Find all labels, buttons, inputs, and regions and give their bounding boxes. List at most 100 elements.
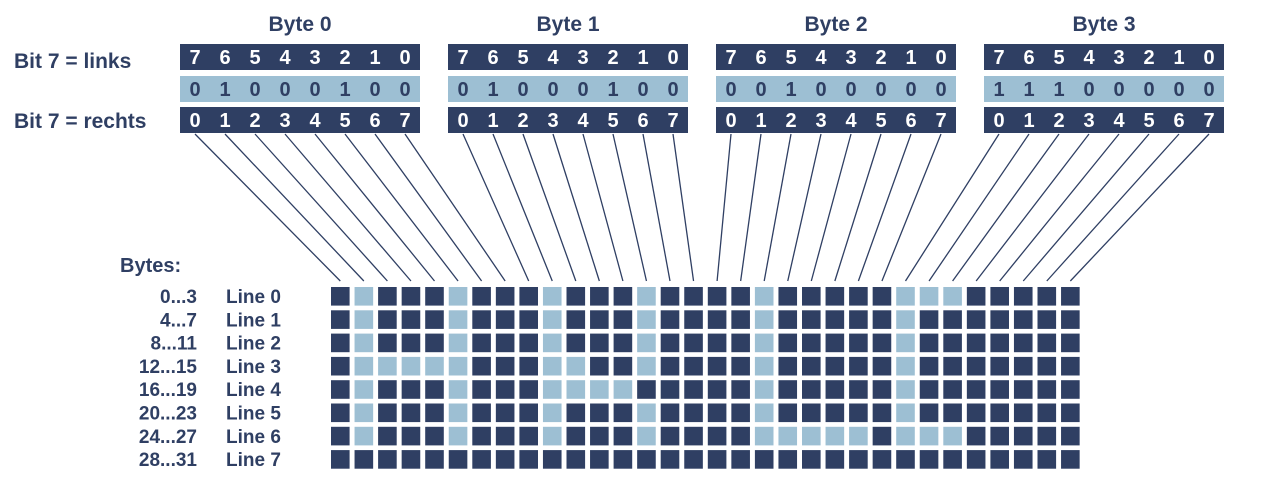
bit-value: 1 (785, 79, 796, 101)
pixel-cell (966, 287, 986, 306)
pixel-cell (472, 287, 491, 306)
pixel-cell (590, 380, 609, 399)
pixel-cell (519, 380, 538, 399)
bit-value: 0 (725, 79, 736, 101)
pixel-cell (495, 380, 515, 399)
pixel-cell (684, 403, 703, 423)
pixel-cell (401, 287, 421, 306)
bit-number-left: 0 (1203, 47, 1214, 69)
pixel-cell (425, 310, 444, 329)
pixel-cell (966, 426, 986, 446)
connector-line (881, 133, 942, 282)
connector-line (462, 133, 530, 282)
pixel-cell (825, 287, 845, 306)
pixel-cell (778, 450, 798, 469)
connector-line (975, 133, 1090, 282)
pixel-cell (637, 356, 656, 376)
pixel-cell (637, 333, 656, 353)
pixel-cell (495, 403, 515, 423)
pixel-cell (331, 450, 350, 469)
pixel-cell (331, 287, 350, 306)
pixel-cell (1061, 450, 1080, 469)
pixel-cell (566, 403, 586, 423)
pixel-cell (660, 310, 680, 329)
pixel-cell (825, 333, 845, 353)
bit-number-left: 2 (339, 47, 350, 69)
bit-number-left: 0 (399, 47, 410, 69)
pixel-cell (566, 310, 586, 329)
pixel-cell (966, 310, 986, 329)
pixel-cell (472, 450, 491, 469)
bit-number-right: 7 (1203, 110, 1214, 132)
pixel-cell (919, 380, 939, 399)
pixel-cell (778, 380, 798, 399)
pixel-cell (401, 356, 421, 376)
pixel-cell (966, 380, 986, 399)
bit-number-right: 1 (219, 110, 230, 132)
byte-range-label: 24...27 (139, 427, 197, 448)
bit-number-left-row (448, 44, 688, 70)
pixel-cell (896, 333, 915, 353)
bit-value: 0 (279, 79, 290, 101)
bit-value: 0 (399, 79, 410, 101)
pixel-cell (613, 426, 633, 446)
connector-line (612, 133, 648, 282)
pixel-cell (896, 450, 915, 469)
pixel-cell (849, 333, 868, 353)
pixel-cell (401, 426, 421, 446)
connector-line (194, 133, 341, 282)
pixel-cell (401, 380, 421, 399)
pixel-cell (943, 426, 962, 446)
bit-number-left: 0 (935, 47, 946, 69)
bit-number-right: 4 (1113, 110, 1125, 132)
byte-range-label: 4...7 (160, 310, 197, 331)
bit-value: 0 (1083, 79, 1094, 101)
bit-value: 0 (547, 79, 558, 101)
bit-number-left: 5 (1053, 47, 1064, 69)
pixel-cell (896, 403, 915, 423)
pixel-grid (331, 287, 1080, 469)
pixel-cell (754, 287, 774, 306)
pixel-cell (707, 287, 727, 306)
pixel-cell (542, 333, 562, 353)
bit-number-left: 6 (1023, 47, 1034, 69)
byte-title: Byte 0 (268, 13, 331, 36)
pixel-cell (519, 333, 538, 353)
bit-value: 0 (457, 79, 468, 101)
pixel-cell (472, 403, 491, 423)
pixel-cell (919, 356, 939, 376)
pixel-cell (378, 356, 397, 376)
pixel-cell (354, 403, 374, 423)
bit-number-right: 6 (1173, 110, 1184, 132)
bit-number-left: 1 (637, 47, 648, 69)
pixel-cell (472, 380, 491, 399)
connector-line (1046, 133, 1180, 282)
bit-number-right: 0 (725, 110, 736, 132)
pixel-cell (590, 356, 609, 376)
bit-number-right: 6 (369, 110, 380, 132)
pixel-cell (425, 403, 444, 423)
pixel-cell (684, 356, 703, 376)
bit-value: 1 (487, 79, 498, 101)
connector-line (810, 133, 852, 282)
bit-number-right: 4 (577, 110, 589, 132)
bit-number-right: 3 (815, 110, 826, 132)
pixel-cell (990, 356, 1009, 376)
pixel-cell (1013, 333, 1033, 353)
pixel-cell (448, 356, 468, 376)
pixel-cell (872, 333, 892, 353)
pixel-cell (613, 403, 633, 423)
pixel-cell (590, 310, 609, 329)
pixel-cell (825, 356, 845, 376)
bit-number-left-row (180, 44, 420, 70)
pixel-cell (660, 426, 680, 446)
pixel-cell (825, 426, 845, 446)
pixel-cell (707, 450, 727, 469)
pixel-cell (684, 287, 703, 306)
pixel-cell (519, 287, 538, 306)
pixel-cell (660, 450, 680, 469)
